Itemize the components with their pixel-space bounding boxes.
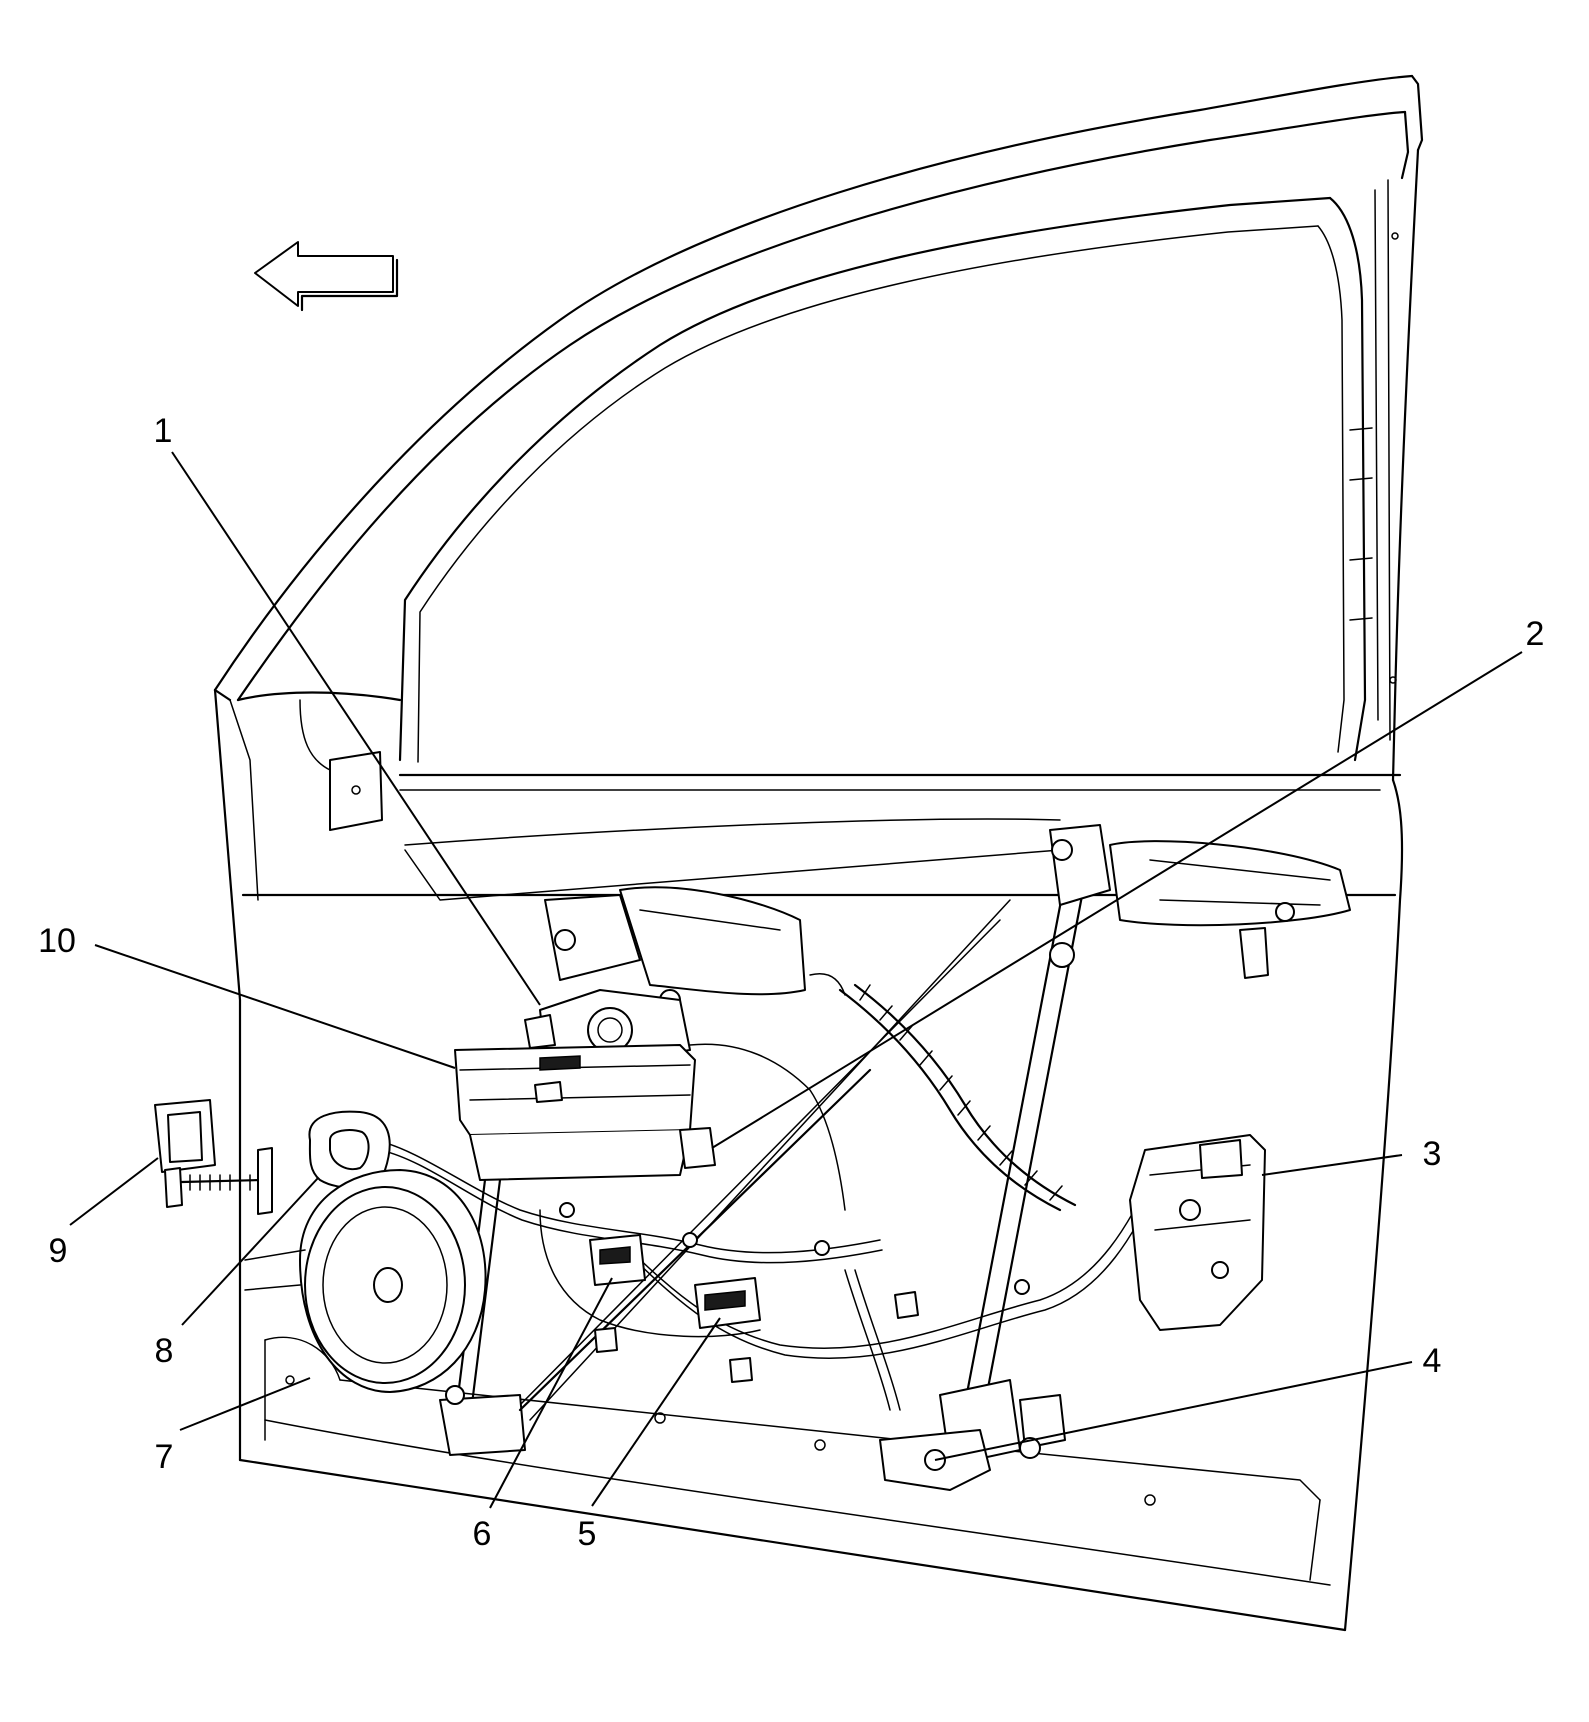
window-motor — [524, 989, 691, 1061]
callout-5: 5 — [578, 1515, 597, 1553]
leader-lines — [69, 451, 1523, 1509]
callout-9: 9 — [49, 1232, 68, 1270]
leader-line-2 — [711, 651, 1523, 1149]
callout-1: 1 — [154, 412, 173, 450]
speaker-wiring-grommet — [308, 1110, 391, 1189]
callout-2: 2 — [1526, 615, 1545, 653]
wiring-harness — [374, 973, 1156, 1411]
direction-arrow-icon — [254, 241, 399, 312]
callout-4: 4 — [1423, 1342, 1442, 1380]
connector-6 — [589, 1234, 646, 1286]
speaker — [244, 1169, 487, 1393]
door-latch — [1129, 1134, 1266, 1331]
callout-labels: 1 2 3 4 5 6 7 8 9 10 — [38, 412, 1544, 1553]
inside-handle — [544, 886, 806, 1011]
leader-line-9 — [69, 1157, 159, 1226]
connector-5 — [694, 1277, 761, 1329]
leader-line-3 — [1261, 1154, 1403, 1176]
callout-3: 3 — [1423, 1135, 1442, 1173]
leader-line-8 — [181, 1177, 319, 1326]
door-control-module — [454, 1044, 716, 1181]
callout-6: 6 — [473, 1515, 492, 1553]
outside-handle — [1109, 840, 1351, 979]
mirror-mount — [299, 699, 383, 831]
leader-line-5 — [591, 1317, 721, 1507]
callout-7: 7 — [155, 1438, 174, 1476]
leader-line-6 — [489, 1277, 613, 1509]
leader-line-10 — [94, 944, 456, 1069]
leader-line-7 — [179, 1377, 311, 1431]
leader-line-4 — [934, 1361, 1413, 1461]
leader-line-1 — [171, 451, 541, 1006]
callout-8: 8 — [155, 1332, 174, 1370]
door-check-link — [154, 1099, 273, 1215]
callout-10: 10 — [38, 922, 76, 960]
